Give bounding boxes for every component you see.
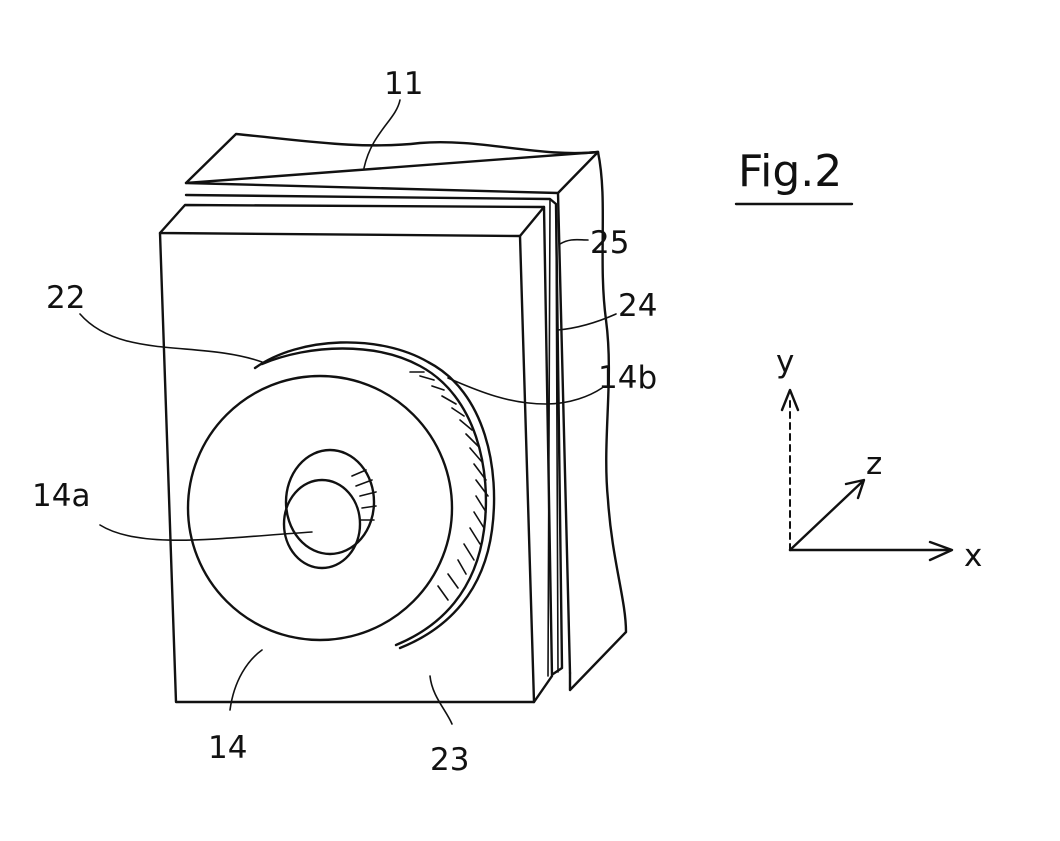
axis-label-y: y <box>776 344 794 380</box>
label-25: 25 <box>590 225 629 261</box>
label-23: 23 <box>430 742 469 778</box>
leader-22 <box>80 314 262 362</box>
label-14: 14 <box>208 730 247 766</box>
roller-14 <box>188 342 494 648</box>
figure-title-text: Fig.2 <box>738 146 842 197</box>
z-axis-line <box>790 482 862 550</box>
leader-lines <box>80 100 616 724</box>
label-11: 11 <box>384 66 423 102</box>
leader-14a <box>100 525 312 540</box>
axis-label-z: z <box>866 446 882 482</box>
label-24: 24 <box>618 288 657 324</box>
front-block-23 <box>160 205 552 702</box>
leader-11 <box>364 100 400 168</box>
axis-label-x: x <box>964 538 982 574</box>
leader-23 <box>430 676 452 724</box>
label-22: 22 <box>46 280 85 316</box>
label-14a: 14a <box>32 478 90 514</box>
leader-25 <box>560 240 588 244</box>
label-14b: 14b <box>598 360 657 396</box>
coordinate-axes: y x z <box>776 344 982 574</box>
thin-layers-24-25 <box>186 193 570 676</box>
figure-title: Fig.2 <box>736 146 852 204</box>
